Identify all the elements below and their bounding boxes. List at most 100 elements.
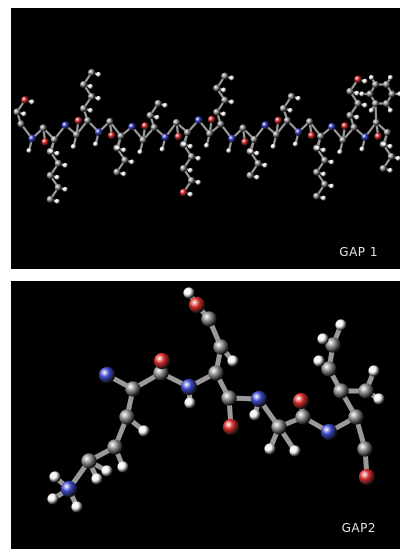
atom bbox=[248, 148, 254, 154]
atom bbox=[174, 132, 183, 141]
atom bbox=[274, 116, 283, 125]
atom bbox=[183, 287, 195, 299]
atom bbox=[339, 136, 347, 144]
atom bbox=[264, 443, 276, 455]
atom bbox=[213, 84, 221, 92]
atom bbox=[50, 135, 58, 144]
atom bbox=[387, 74, 394, 81]
atom bbox=[80, 80, 88, 89]
atom bbox=[254, 174, 260, 180]
atom bbox=[81, 453, 97, 469]
atom bbox=[141, 122, 149, 130]
atom bbox=[187, 167, 194, 174]
atom bbox=[295, 95, 302, 102]
atom bbox=[229, 99, 235, 105]
atom bbox=[181, 141, 188, 148]
atom bbox=[381, 141, 387, 148]
atom bbox=[346, 87, 354, 95]
atom bbox=[387, 152, 395, 160]
atom bbox=[295, 409, 311, 425]
atom bbox=[48, 148, 54, 155]
atom bbox=[321, 171, 327, 177]
atom bbox=[93, 141, 99, 147]
atom bbox=[335, 319, 347, 331]
atom bbox=[321, 195, 327, 201]
atom bbox=[187, 143, 194, 150]
atom bbox=[41, 138, 49, 146]
atom bbox=[227, 355, 239, 367]
atom bbox=[21, 111, 27, 117]
atom bbox=[272, 130, 280, 139]
atom bbox=[150, 123, 158, 131]
atom bbox=[317, 333, 329, 345]
atom bbox=[146, 111, 154, 119]
atom bbox=[289, 445, 301, 457]
gap2-label: GAP2 bbox=[341, 521, 376, 535]
atom bbox=[84, 116, 92, 125]
atom bbox=[313, 192, 321, 200]
atom bbox=[179, 164, 188, 173]
atom bbox=[187, 152, 196, 161]
atom bbox=[387, 167, 393, 174]
atom bbox=[354, 99, 362, 107]
atom bbox=[221, 111, 227, 117]
atom bbox=[329, 183, 335, 189]
atom bbox=[62, 162, 68, 169]
atom bbox=[250, 390, 268, 408]
atom bbox=[137, 149, 143, 155]
atom bbox=[371, 80, 380, 89]
atom bbox=[213, 108, 221, 116]
atom bbox=[62, 186, 68, 193]
atom bbox=[388, 90, 396, 98]
atom bbox=[382, 99, 391, 108]
atom bbox=[95, 95, 102, 102]
atom bbox=[359, 146, 365, 152]
atom bbox=[17, 120, 25, 128]
atom bbox=[261, 121, 269, 129]
atom bbox=[358, 383, 374, 399]
atom bbox=[208, 365, 224, 381]
atom bbox=[54, 150, 60, 157]
atom bbox=[188, 296, 206, 314]
atom bbox=[354, 90, 360, 96]
atom bbox=[372, 118, 380, 126]
atom bbox=[21, 96, 29, 104]
atom bbox=[71, 501, 83, 513]
atom bbox=[101, 465, 113, 477]
atom bbox=[88, 92, 96, 101]
atom bbox=[207, 115, 216, 124]
atom bbox=[239, 124, 247, 132]
atom bbox=[229, 75, 235, 81]
atom bbox=[206, 129, 214, 138]
atom bbox=[373, 393, 385, 405]
atom bbox=[117, 132, 125, 140]
atom bbox=[70, 143, 77, 150]
atom bbox=[254, 159, 262, 167]
atom bbox=[292, 141, 299, 147]
atom bbox=[54, 183, 62, 192]
atom bbox=[249, 409, 261, 421]
atom bbox=[29, 99, 35, 105]
atom bbox=[354, 114, 360, 120]
atom bbox=[13, 108, 21, 116]
atom bbox=[183, 128, 192, 137]
atom bbox=[87, 107, 94, 114]
atom bbox=[47, 493, 59, 505]
atom bbox=[306, 118, 314, 126]
atom bbox=[187, 191, 194, 198]
atom bbox=[221, 96, 229, 104]
atom bbox=[108, 131, 116, 140]
atom bbox=[387, 143, 393, 150]
gap2-panel: GAP2 bbox=[11, 281, 400, 549]
atom bbox=[368, 107, 375, 114]
atom bbox=[91, 473, 103, 485]
atom bbox=[74, 116, 83, 125]
atom bbox=[320, 423, 338, 441]
atom bbox=[226, 148, 232, 154]
atom bbox=[350, 123, 358, 131]
atom bbox=[361, 133, 369, 141]
atom bbox=[46, 171, 54, 180]
atom bbox=[379, 164, 387, 172]
atom bbox=[348, 409, 364, 425]
